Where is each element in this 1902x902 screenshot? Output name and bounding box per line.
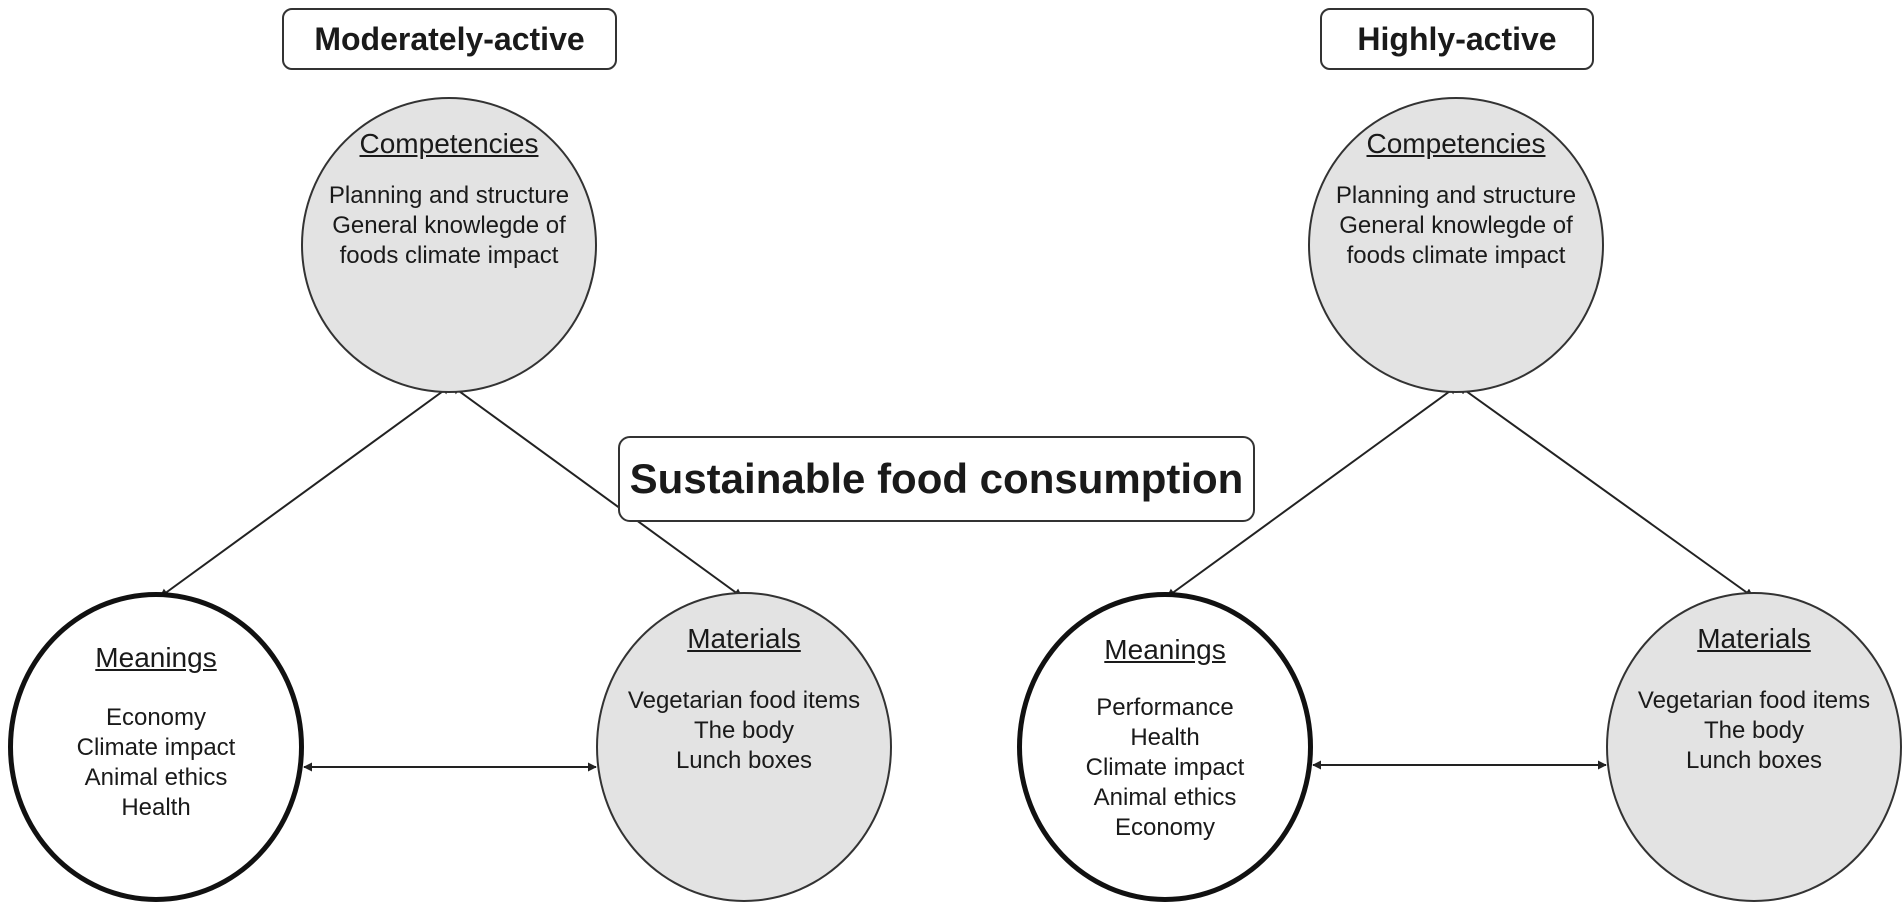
arrow-competencies-materials-high (1458, 385, 1754, 598)
competencies-item: foods climate impact (339, 242, 559, 269)
competencies-item: General knowlegde of (1339, 212, 1573, 239)
competencies-item: foods climate impact (1346, 242, 1566, 269)
materials-item: The body (693, 717, 795, 744)
meanings-item: Performance (1096, 694, 1234, 721)
meanings-item: Climate impact (76, 734, 236, 761)
materials-node-moderate: Materials Vegetarian food items The body… (596, 592, 892, 902)
meanings-item: Health (121, 794, 191, 821)
materials-item: Lunch boxes (1685, 747, 1823, 774)
competencies-item: Planning and structure (1335, 182, 1577, 209)
meanings-node-moderate: Meanings Economy Climate impact Animal e… (8, 592, 304, 902)
competencies-node-high: Competencies Planning and structure Gene… (1308, 97, 1604, 393)
materials-title: Materials (687, 623, 801, 654)
materials-item: Lunch boxes (675, 747, 813, 774)
arrow-competencies-materials-moderate (451, 385, 743, 598)
competencies-item: General knowlegde of (332, 212, 566, 239)
competencies-title: Competencies (359, 128, 539, 159)
meanings-item: Health (1130, 724, 1200, 751)
materials-item: Vegetarian food items (627, 687, 861, 714)
meanings-title: Meanings (1104, 634, 1226, 665)
materials-title: Materials (1697, 623, 1811, 654)
meanings-title: Meanings (95, 642, 217, 673)
competencies-node-moderate: Competencies Planning and structure Gene… (301, 97, 597, 393)
meanings-item: Economy (105, 704, 207, 731)
competencies-title: Competencies (1366, 128, 1546, 159)
materials-item: Vegetarian food items (1637, 687, 1871, 714)
materials-node-high: Materials Vegetarian food items The body… (1606, 592, 1902, 902)
meanings-node-high: Meanings Performance Health Climate impa… (1017, 592, 1313, 902)
meanings-item: Economy (1114, 814, 1216, 841)
center-title-box: Sustainable food consumption (618, 436, 1255, 522)
arrow-competencies-meanings-high (1166, 385, 1458, 598)
group-title-highly-active: Highly-active (1320, 8, 1594, 70)
meanings-item: Animal ethics (84, 764, 228, 791)
group-title-moderately-active: Moderately-active (282, 8, 617, 70)
materials-item: The body (1703, 717, 1805, 744)
arrow-competencies-meanings-moderate (159, 385, 451, 598)
competencies-item: Planning and structure (328, 182, 570, 209)
meanings-item: Climate impact (1085, 754, 1245, 781)
meanings-item: Animal ethics (1093, 784, 1237, 811)
